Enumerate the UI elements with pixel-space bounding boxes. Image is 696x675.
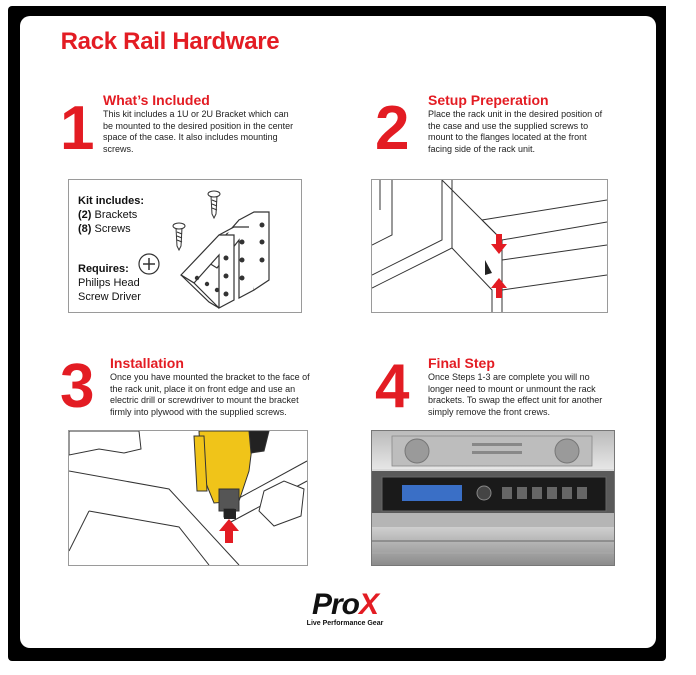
bracket-illustration [138,190,270,309]
requires-label: Requires: [78,263,129,275]
arrow-down-icon [491,234,507,254]
page-title-left: Rack Rail Hardware [60,28,280,55]
arrow-up-icon [491,278,507,298]
logo-x: X [359,588,379,621]
step-3-body: Once you have mounted the bracket to the… [110,372,310,417]
step-1-number: 1 [60,94,95,163]
requires-line-1: Philips Head [78,277,140,289]
step-2-body: Place the rack unit in the desired posit… [428,109,603,154]
crosshead-icon [138,253,160,275]
installed-rack-photo [371,430,615,566]
step-4-heading: Final Step [428,355,495,371]
kit-contents-panel: Kit includes: (2) Brackets (8) Screws Re… [68,179,302,313]
phillips-screw-icon [172,190,221,252]
step-1-heading: What’s Included [103,92,210,108]
setup-illustration-panel [371,179,608,313]
logo-pro: Pro [311,588,360,621]
step-2-heading: Setup Preperation [428,92,549,108]
brackets-label: Brackets [94,209,138,221]
logo-tagline: Live Performance Gear [306,620,384,627]
page-title-right: Installation Instructions [363,28,627,55]
drill-illustration-panel [68,430,308,566]
screws-label: Screws [94,223,131,235]
step-3-number: 3 [60,352,95,421]
brackets-qty: (2) [78,209,92,221]
kit-includes-label: Kit includes: [78,195,145,207]
step-4-number: 4 [375,352,410,421]
step-1-body: This kit includes a 1U or 2U Bracket whi… [103,109,294,154]
requires-line-2: Screw Driver [78,291,141,303]
step-3-heading: Installation [110,355,184,371]
step-2-number: 2 [375,94,410,163]
screws-qty: (8) [78,223,92,235]
prox-logo: ProX Live Performance Gear [280,590,410,628]
step-4-body: Once Steps 1-3 are complete you will no … [428,372,603,417]
